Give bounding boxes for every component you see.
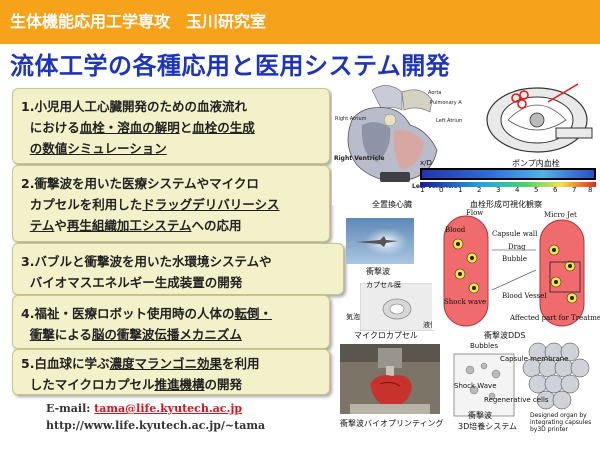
heart-label-pulmonary: Pulmonary Artery	[430, 100, 462, 106]
regen-label-organ: Designed organ by integrating capsules b…	[530, 412, 592, 433]
topic-1-underlined: の数値シミュレーション	[29, 141, 167, 156]
microcapsule-caption: マイクロカプセル	[354, 331, 418, 340]
topic-box-5: 5.白血球に学ぶ濃度マランゴニ効果を利用 したマイクロカプセル推進機構の開発	[12, 349, 330, 395]
topic-1-underlined: 血栓の生成	[192, 120, 255, 135]
topic-2-part: への応用	[191, 218, 242, 233]
dds-label-blood: Blood	[445, 226, 466, 234]
colorbar-tick: 3	[496, 186, 501, 194]
thrombus-visualization	[420, 168, 596, 187]
topic-1-underlined: 血栓・溶血の解明	[79, 120, 180, 135]
dds-label-microjet: Micro Jet	[544, 211, 577, 219]
heart-label-aorta: Aorta	[428, 90, 441, 96]
dds-label-blood-vessel: Blood Vessel	[502, 292, 547, 300]
topic-box-2: 2.衝撃波を用いた医療システムやマイクロ カプセルを利用したドラッグデリバリーシ…	[12, 165, 330, 242]
capsule-membrane-label: カプセル膜	[366, 281, 401, 289]
topic-1-part: 小児用人工心臓開発のための血液流れ	[34, 99, 247, 114]
topic-5-part: したマイクロカプセル	[29, 377, 155, 392]
dds-diagram	[432, 210, 596, 330]
topic-1-number: 1.	[21, 99, 35, 114]
topic-5-underlined: 推進機構	[154, 377, 205, 392]
colorbar-tick: 4	[515, 186, 520, 194]
topic-3-text: 3.バブルと衝撃波を用いた水環境システムや バイオマスエネルギー生成装置の開発	[21, 251, 337, 293]
colorbar-tick: 8	[588, 186, 593, 194]
topic-3-part: バブルと衝撃波を用いた水環境システムや	[34, 254, 272, 269]
colorbar-tick: 0	[439, 186, 444, 194]
regen-caption-1: 衝撃波	[468, 411, 492, 420]
dds-label-bubble: Bubble	[502, 255, 527, 263]
colorbar-tick: 2	[477, 186, 482, 194]
topic-2-part: カプセルを利用した	[29, 197, 143, 212]
heart-caption: 全置換心臓	[372, 200, 412, 209]
topic-5-part: を利用	[221, 356, 260, 371]
colorbar-label: x/D	[420, 159, 432, 167]
regen-label-bubbles: Bubbles	[470, 342, 499, 350]
topic-5-part: の開発	[204, 377, 243, 392]
topic-1-part: における	[29, 120, 80, 135]
topic-box-4: 4.福祉・医療ロボット使用時の人体の転倒・ 衝撃による脳の衝撃波伝播メカニズム	[12, 295, 330, 349]
email-link[interactable]: tama@life.kyutech.ac.jp	[94, 402, 243, 415]
topic-2-text: 2.衝撃波を用いた医療システムやマイクロ カプセルを利用したドラッグデリバリーシ…	[21, 173, 323, 236]
topic-4-part: による	[54, 327, 92, 342]
page-title: 流体工学の各種応用と医用システム開発	[10, 52, 451, 80]
topic-2-underlined: ドラッグデリバリーシス	[142, 197, 280, 212]
topic-2-part: 衝撃波を用いた医療システムやマイクロ	[34, 176, 259, 191]
dds-label-flow: Flow	[466, 209, 484, 217]
topic-box-1: 1.小児用人工心臓開発のための血液流れ における血栓・溶血の解明と血栓の生成 の…	[12, 88, 330, 164]
colorbar-tick: 6	[553, 186, 558, 194]
topic-3-part: バイオマスエネルギー生成装置の開発	[29, 275, 243, 290]
artificial-heart-figure: Right Atrium Aorta Pulmonary Artery Left…	[332, 80, 462, 205]
heart-label-right-atrium: Right Atrium	[335, 116, 367, 122]
liquid-label: 液体	[423, 321, 437, 329]
topic-4-underlined: 転倒・	[234, 306, 272, 321]
topic-4-part: 福祉・医療ロボット使用時の人体の	[34, 306, 235, 321]
colorbar-ticks: 1 0 1 2 3 4 5 6 7 8	[420, 186, 596, 194]
topic-5-number: 5.	[21, 356, 35, 371]
topic-1-text: 1.小児用人工心臓開発のための血液流れ における血栓・溶血の解明と血栓の生成 の…	[21, 96, 323, 159]
regen-label-shockwave: Shock Wave	[454, 382, 497, 390]
colorbar-tick: 5	[534, 186, 539, 194]
regen-caption-2: 3D培養システム	[458, 422, 518, 431]
shock-wave-photo	[346, 218, 414, 264]
email-line: E-mail: tama@life.kyutech.ac.jp	[46, 402, 242, 415]
topic-4-underlined: 衝撃	[29, 327, 55, 342]
colorbar-tick: 1	[420, 186, 425, 194]
regen-label-capsule: Capsule membrane	[500, 355, 569, 363]
bioprint-caption: 衝撃波バイオプリンティング	[340, 419, 444, 428]
pump-thrombus-figure	[478, 80, 596, 158]
topic-2-number: 2.	[21, 176, 35, 191]
topic-5-part: 白血球に学ぶ	[34, 356, 110, 371]
topic-box-3: 3.バブルと衝撃波を用いた水環境システムや バイオマスエネルギー生成装置の開発	[12, 243, 344, 295]
microcapsule-figure	[360, 283, 434, 331]
topic-4-underlined: 脳の衝撃波伝播メカニズム	[91, 327, 242, 342]
dds-label-shock-wave: Shock wave	[444, 298, 487, 306]
regen-diagram	[450, 340, 596, 432]
topic-2-underlined: 再生組織加工システム	[66, 218, 192, 233]
topic-3-number: 3.	[21, 254, 35, 269]
shock-wave-caption: 衝撃波	[366, 267, 390, 276]
header-band	[0, 0, 600, 44]
bubble-label: 気泡	[346, 313, 360, 321]
heart-label-left-atrium: Left Atrium	[436, 118, 462, 124]
pump-caption: ポンプ内血栓	[512, 159, 560, 168]
dds-label-affected-part: Affected part for Treatment	[510, 314, 600, 322]
topic-4-number: 4.	[21, 306, 35, 321]
bioprinting-photo	[340, 344, 440, 414]
lab-title: 生体機能応用工学専攻 玉川研究室	[10, 12, 267, 31]
website-url[interactable]: http://www.life.kyutech.ac.jp/~tama	[46, 419, 266, 432]
topic-2-underlined: テム	[29, 218, 55, 233]
colorbar-tick: 7	[572, 186, 577, 194]
dds-label-capsule-wall: Capsule wall	[492, 230, 538, 238]
email-label: E-mail:	[46, 402, 95, 415]
topic-2-part: や	[54, 218, 67, 233]
thrombus-caption: 血栓形成可視化観察	[470, 200, 542, 209]
colorbar-tick: 1	[458, 186, 463, 194]
dds-caption: 衝撃波DDS	[484, 331, 526, 340]
topic-4-text: 4.福祉・医療ロボット使用時の人体の転倒・ 衝撃による脳の衝撃波伝播メカニズム	[21, 303, 323, 345]
topic-5-underlined: 濃度マランゴニ効果	[109, 356, 222, 371]
heart-label-right-ventricle: Right Ventricle	[334, 155, 384, 162]
dds-label-drag: Drag	[508, 243, 526, 251]
regen-label-cells: Regenerative cells	[484, 396, 549, 404]
topic-1-part: と	[179, 120, 193, 135]
topic-5-text: 5.白血球に学ぶ濃度マランゴニ効果を利用 したマイクロカプセル推進機構の開発	[21, 353, 323, 395]
